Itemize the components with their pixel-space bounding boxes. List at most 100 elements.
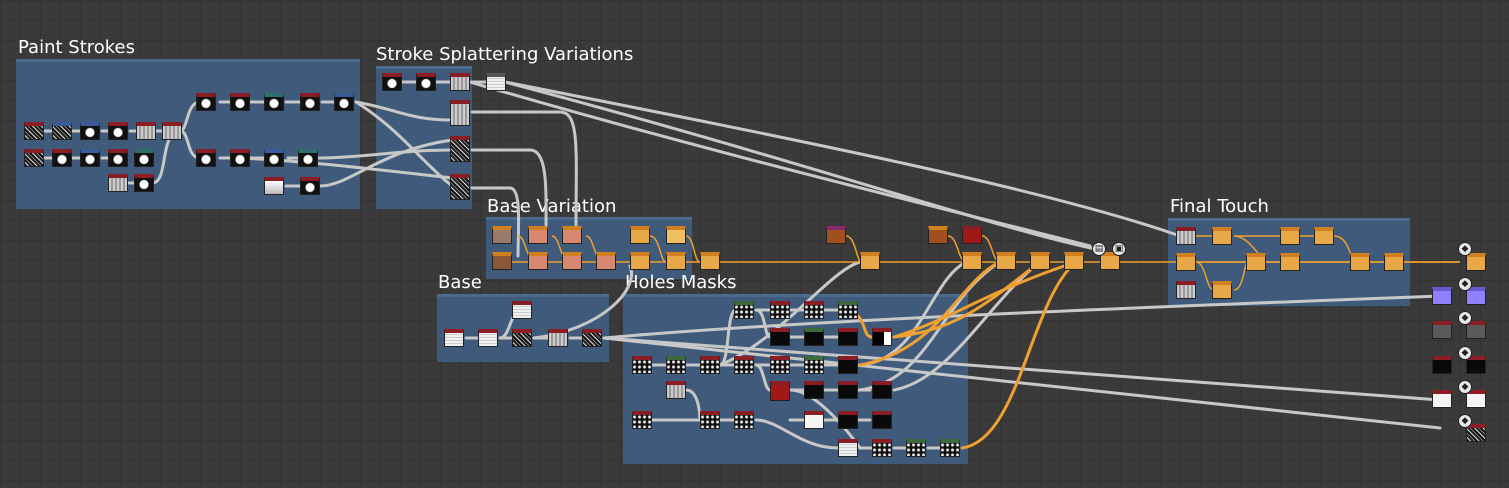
graph-node[interactable]	[52, 149, 72, 167]
graph-node[interactable]	[108, 122, 128, 140]
graph-node[interactable]	[1280, 253, 1300, 271]
graph-node[interactable]	[548, 329, 568, 347]
output-node-metallic-alt[interactable]	[1466, 356, 1486, 374]
graph-node[interactable]	[996, 252, 1016, 270]
graph-node[interactable]	[860, 252, 880, 270]
graph-node[interactable]	[486, 73, 506, 91]
graph-node[interactable]	[24, 122, 44, 140]
graph-node[interactable]	[382, 73, 402, 91]
graph-node[interactable]	[512, 329, 532, 347]
graph-node[interactable]	[24, 149, 44, 167]
output-node-roughness-alt[interactable]	[1466, 321, 1486, 339]
graph-node[interactable]	[666, 226, 686, 244]
graph-node[interactable]	[230, 93, 250, 111]
graph-node[interactable]	[906, 439, 926, 457]
graph-node[interactable]	[196, 149, 216, 167]
output-node-height[interactable]	[1432, 390, 1452, 408]
graph-node[interactable]	[1246, 253, 1266, 271]
graph-node[interactable]	[928, 226, 948, 244]
graph-node[interactable]	[838, 356, 858, 374]
graph-node[interactable]	[298, 149, 318, 167]
output-node-roughness[interactable]	[1432, 321, 1452, 339]
graph-node[interactable]	[264, 93, 284, 111]
graph-node[interactable]	[450, 100, 470, 126]
graph-node[interactable]	[630, 252, 650, 270]
output-node-ao[interactable]	[1466, 424, 1486, 442]
graph-node[interactable]	[872, 439, 892, 457]
graph-node[interactable]	[1064, 252, 1084, 270]
graph-node[interactable]	[700, 356, 720, 374]
graph-node[interactable]	[334, 93, 354, 111]
graph-node[interactable]	[838, 439, 858, 457]
pin-icon[interactable]: ▣	[1112, 242, 1126, 256]
frame-base-variation[interactable]	[486, 217, 692, 279]
graph-node[interactable]	[734, 411, 754, 429]
graph-node[interactable]	[630, 226, 650, 244]
graph-node[interactable]	[734, 356, 754, 374]
graph-node[interactable]	[940, 439, 960, 457]
graph-node[interactable]	[804, 411, 824, 429]
graph-node[interactable]	[528, 252, 548, 270]
graph-node[interactable]	[770, 328, 790, 346]
comment-icon[interactable]: ▤	[1092, 242, 1106, 256]
graph-node[interactable]	[1176, 227, 1196, 245]
graph-node[interactable]	[596, 252, 616, 270]
graph-node[interactable]	[804, 328, 824, 346]
output-node-metallic[interactable]	[1432, 356, 1452, 374]
graph-node[interactable]	[1176, 281, 1196, 299]
graph-node[interactable]	[770, 356, 790, 374]
graph-node[interactable]	[962, 252, 982, 270]
graph-node[interactable]	[632, 411, 652, 429]
graph-node[interactable]	[300, 93, 320, 111]
graph-node[interactable]	[450, 73, 470, 91]
graph-node[interactable]	[632, 356, 652, 374]
graph-node[interactable]	[80, 149, 100, 167]
graph-node[interactable]	[162, 122, 182, 140]
output-node-height-alt[interactable]	[1466, 390, 1486, 408]
graph-node[interactable]	[838, 328, 858, 346]
graph-node[interactable]	[962, 226, 982, 244]
graph-node[interactable]	[804, 381, 824, 399]
graph-node[interactable]	[562, 252, 582, 270]
graph-node[interactable]	[1212, 281, 1232, 299]
graph-node[interactable]	[1212, 227, 1232, 245]
graph-node[interactable]	[770, 381, 790, 401]
graph-node[interactable]	[528, 226, 548, 244]
graph-node[interactable]	[300, 177, 320, 195]
graph-node[interactable]	[492, 226, 512, 244]
graph-node[interactable]	[416, 73, 436, 91]
graph-node[interactable]	[1100, 252, 1120, 270]
graph-node[interactable]	[264, 177, 284, 195]
output-node-normal-alt[interactable]	[1466, 287, 1486, 305]
graph-node[interactable]	[804, 301, 824, 319]
graph-node[interactable]	[666, 356, 686, 374]
graph-node[interactable]	[734, 301, 754, 319]
graph-node[interactable]	[872, 411, 892, 429]
graph-node[interactable]	[108, 149, 128, 167]
graph-node[interactable]	[872, 328, 892, 346]
graph-node[interactable]	[1384, 253, 1404, 271]
graph-node[interactable]	[562, 226, 582, 244]
graph-node[interactable]	[134, 174, 154, 192]
graph-node[interactable]	[1030, 252, 1050, 270]
graph-node[interactable]	[838, 381, 858, 399]
graph-node[interactable]	[872, 381, 892, 399]
graph-node[interactable]	[1280, 227, 1300, 245]
graph-node[interactable]	[1176, 253, 1196, 271]
graph-node[interactable]	[838, 301, 858, 319]
graph-node[interactable]	[492, 252, 512, 270]
graph-node[interactable]	[478, 329, 498, 347]
graph-node[interactable]	[264, 149, 284, 167]
graph-node[interactable]	[666, 252, 686, 270]
graph-node[interactable]	[134, 149, 154, 167]
graph-node[interactable]	[804, 356, 824, 374]
graph-node[interactable]	[1350, 253, 1370, 271]
graph-node[interactable]	[838, 411, 858, 429]
graph-node[interactable]	[450, 174, 470, 200]
graph-node[interactable]	[582, 329, 602, 347]
graph-node[interactable]	[826, 226, 846, 244]
graph-node[interactable]	[666, 381, 686, 399]
graph-node[interactable]	[444, 329, 464, 347]
output-node-normal[interactable]	[1432, 287, 1452, 305]
